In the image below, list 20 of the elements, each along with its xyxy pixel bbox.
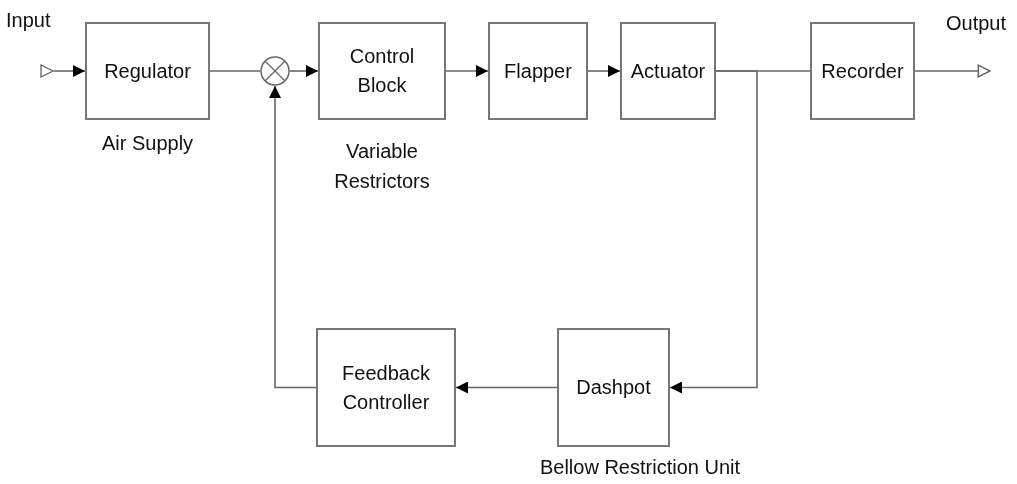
process-box: Feedback Controller <box>316 328 456 447</box>
arrow <box>455 381 558 394</box>
process-box: Control Block <box>318 22 446 120</box>
arrow <box>445 65 489 77</box>
arrow <box>289 65 319 77</box>
terminal-label: Input <box>6 8 51 33</box>
arrow <box>914 64 991 78</box>
process-box: Recorder <box>810 22 915 120</box>
terminal-label: Output <box>938 8 1014 38</box>
process-box: Regulator <box>85 22 210 120</box>
process-box: Flapper <box>488 22 588 120</box>
block-caption: Bellow Restriction Unit <box>538 455 742 480</box>
process-box: Actuator <box>620 22 716 120</box>
process-box: Dashpot <box>557 328 670 447</box>
arrow <box>269 85 317 389</box>
arrow <box>587 65 621 77</box>
block-caption: Variable Restrictors <box>333 139 431 194</box>
arrow <box>669 70 758 394</box>
block-caption: Air Supply <box>100 131 195 156</box>
arrow <box>53 65 86 77</box>
